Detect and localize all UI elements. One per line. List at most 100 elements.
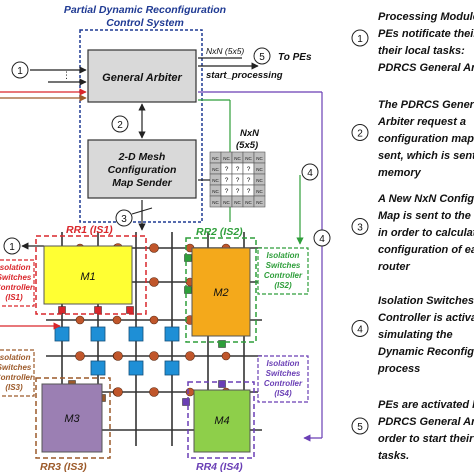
svg-text:1: 1 bbox=[17, 66, 23, 77]
svg-text:4: 4 bbox=[307, 168, 313, 179]
svg-text:?: ? bbox=[225, 166, 229, 173]
svg-text:sent, which is sent to: sent, which is sent to bbox=[378, 150, 474, 162]
router bbox=[149, 243, 159, 253]
svg-text:PEs are activated by: PEs are activated by bbox=[378, 399, 474, 411]
svg-text:configuration of each: configuration of each bbox=[378, 244, 474, 256]
rr1-label: RR1 (IS1) bbox=[66, 224, 113, 236]
processing-element bbox=[128, 326, 144, 342]
svg-text:4: 4 bbox=[357, 325, 363, 336]
map-cell: NC bbox=[209, 184, 222, 197]
svg-text:(IS3): (IS3) bbox=[5, 383, 23, 392]
svg-text:Isolation Switches: Isolation Switches bbox=[378, 295, 474, 307]
svg-text:PEs notificate their: PEs notificate their bbox=[378, 28, 474, 40]
pdrcs-block: Partial Dynamic Reconfiguration Control … bbox=[64, 4, 226, 223]
step-4-marker-mid: 4 bbox=[313, 229, 331, 247]
svg-text:2: 2 bbox=[117, 120, 123, 131]
map-cell: ? bbox=[231, 162, 244, 175]
map-cell: NC bbox=[220, 151, 233, 164]
map-cell: NC bbox=[231, 151, 244, 164]
svg-text:process: process bbox=[377, 363, 420, 375]
step-1-marker-top: 1 bbox=[11, 61, 29, 79]
processing-element bbox=[90, 326, 106, 342]
svg-text:PDRCS General Arbiter: PDRCS General Arbiter bbox=[378, 62, 474, 74]
svg-text:Switches: Switches bbox=[0, 363, 32, 372]
svg-text:(IS1): (IS1) bbox=[5, 293, 23, 302]
module-m3 bbox=[41, 383, 103, 453]
step-2-marker: 2 bbox=[111, 115, 129, 133]
svg-text:NC: NC bbox=[212, 200, 219, 205]
isolation-switch bbox=[218, 380, 226, 388]
svg-text:1: 1 bbox=[9, 242, 15, 253]
svg-text:Controller: Controller bbox=[264, 379, 303, 388]
svg-text:NC: NC bbox=[234, 156, 241, 161]
svg-text:5: 5 bbox=[259, 52, 265, 63]
svg-text:?: ? bbox=[247, 177, 251, 184]
rr3-label: RR3 (IS3) bbox=[40, 461, 87, 473]
svg-text:2: 2 bbox=[357, 129, 363, 140]
is2-controller: Isolation Switches Controller (IS2) bbox=[257, 247, 309, 295]
map-sender-line2: Configuration bbox=[108, 164, 177, 176]
svg-text:The PDRCS General: The PDRCS General bbox=[378, 99, 474, 111]
rr1-region: RR1 (IS1) M1 bbox=[35, 224, 147, 315]
svg-text:NC: NC bbox=[212, 178, 219, 183]
rr3-region: RR3 (IS3) M3 bbox=[35, 377, 111, 473]
module-m2-label: M2 bbox=[213, 287, 228, 299]
map-cell: ? bbox=[231, 184, 244, 197]
svg-text:router: router bbox=[378, 261, 411, 273]
svg-text:tasks.: tasks. bbox=[378, 450, 409, 462]
rr4-region: RR4 (IS4) M4 bbox=[187, 381, 255, 473]
svg-text:NC: NC bbox=[256, 167, 263, 172]
svg-text:configuration map: configuration map bbox=[378, 133, 474, 145]
svg-text:their local tasks:: their local tasks: bbox=[378, 45, 465, 57]
module-m4-label: M4 bbox=[214, 415, 229, 427]
svg-text:(IS2): (IS2) bbox=[274, 281, 292, 290]
pdrcs-title-line2: Control System bbox=[106, 17, 184, 29]
svg-text:Controller is activated: Controller is activated bbox=[378, 312, 474, 324]
processing-element bbox=[90, 360, 106, 376]
router bbox=[185, 351, 195, 361]
map-cell: ? bbox=[220, 184, 233, 197]
module-m3-label: M3 bbox=[64, 413, 80, 425]
is3-controller: Isolation Switches Controller (IS3) bbox=[0, 349, 35, 397]
svg-text:Controller: Controller bbox=[0, 373, 34, 382]
map-cell: NC bbox=[209, 173, 222, 186]
svg-text:NC: NC bbox=[212, 167, 219, 172]
svg-text:NC: NC bbox=[223, 156, 230, 161]
svg-text:NC: NC bbox=[223, 200, 230, 205]
router bbox=[185, 387, 195, 397]
map-cell: NC bbox=[209, 151, 222, 164]
map-cell: NC bbox=[253, 195, 266, 208]
svg-text:?: ? bbox=[236, 188, 240, 195]
svg-text:(IS4): (IS4) bbox=[274, 389, 292, 398]
svg-text:3: 3 bbox=[357, 223, 363, 234]
svg-text:NC: NC bbox=[212, 189, 219, 194]
svg-text:NC: NC bbox=[245, 156, 252, 161]
router bbox=[75, 315, 85, 325]
svg-text:NC: NC bbox=[256, 200, 263, 205]
map-cell: ? bbox=[242, 173, 255, 186]
processing-element bbox=[54, 326, 70, 342]
svg-text:NC: NC bbox=[256, 178, 263, 183]
svg-text:Switches: Switches bbox=[266, 261, 301, 270]
map-cell: ? bbox=[231, 173, 244, 186]
svg-text:Controller: Controller bbox=[264, 271, 303, 280]
map-cell: NC bbox=[220, 195, 233, 208]
router bbox=[112, 315, 122, 325]
svg-text:order to start their: order to start their bbox=[378, 433, 474, 445]
svg-text:PDRCS General Arbiter: PDRCS General Arbiter bbox=[378, 416, 474, 428]
svg-text:Dynamic Reconfiguration: Dynamic Reconfiguration bbox=[378, 346, 474, 358]
router bbox=[149, 315, 159, 325]
map-cell: NC bbox=[242, 151, 255, 164]
svg-text:Isolation: Isolation bbox=[0, 353, 31, 362]
svg-text:NC: NC bbox=[212, 156, 219, 161]
svg-text:memory: memory bbox=[378, 167, 422, 179]
processing-element bbox=[164, 326, 180, 342]
map-cell: NC bbox=[253, 184, 266, 197]
router bbox=[75, 351, 85, 361]
svg-text:Map is sent to the: Map is sent to the bbox=[378, 210, 471, 222]
